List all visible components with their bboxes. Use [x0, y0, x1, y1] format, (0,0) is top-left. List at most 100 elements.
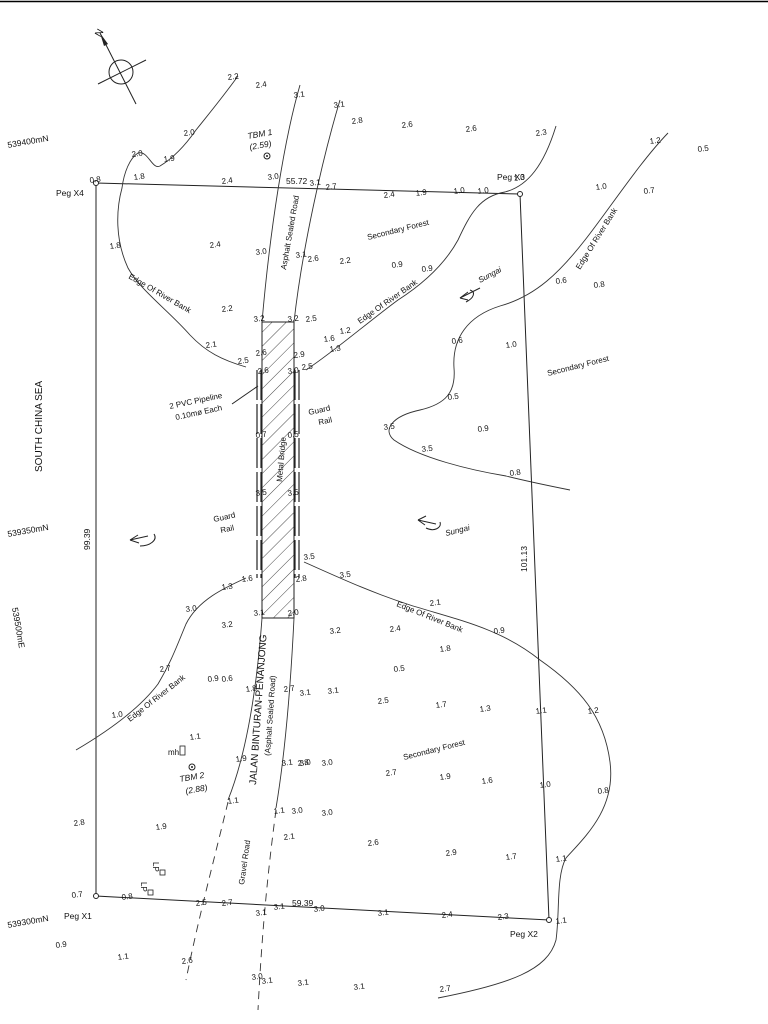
- spot-height: 1.3: [329, 343, 342, 354]
- spot-height: 2.8: [351, 115, 364, 126]
- sungai-north-label: Sungai: [477, 265, 503, 285]
- spot-height: 2.6: [367, 837, 380, 848]
- tbm2-mark: [188, 763, 196, 771]
- spot-height: 2.8: [295, 573, 308, 584]
- spot-height: 0.8: [89, 174, 102, 185]
- spot-height: 1.2: [339, 325, 352, 336]
- spot-height: 1.7: [505, 851, 518, 862]
- spot-height: 2.7: [385, 767, 398, 778]
- spot-height: 3.2: [253, 313, 266, 324]
- spot-height: 1.1: [555, 915, 568, 926]
- spot-height: 1.1: [189, 731, 202, 742]
- river-bank-far-east: [388, 132, 669, 491]
- spot-height: 2.5: [195, 897, 208, 908]
- spot-height: 1.8: [245, 683, 258, 694]
- spot-height: 1.9: [439, 771, 452, 782]
- spot-height: 3.0: [321, 757, 334, 768]
- spot-height: 1.0: [505, 339, 518, 350]
- spot-height: 2.9: [293, 349, 306, 360]
- spot-height: 3.5: [383, 421, 396, 432]
- spot-height: 2.1: [205, 339, 218, 350]
- secondary-forest-south-label: Secondary Forest: [402, 738, 466, 762]
- spot-height: 0.7: [255, 429, 268, 440]
- spot-height: 1.9: [415, 187, 428, 198]
- sungai-arrow-south-icon: [417, 515, 441, 531]
- grid-label-539500me: 539500mE: [10, 607, 27, 650]
- spot-height: 1.8: [109, 240, 122, 251]
- spot-height: 2.2: [227, 71, 240, 82]
- spot-height: 0.5: [697, 143, 710, 154]
- secondary-forest-east-label: Secondary Forest: [546, 354, 610, 378]
- spot-height: 1.9: [163, 153, 176, 164]
- gravel-edge-west: [185, 801, 229, 981]
- spot-height: 2.5: [301, 361, 314, 372]
- grid-label-539300mn: 539300mN: [7, 913, 50, 930]
- spot-height: 2.7: [283, 683, 296, 694]
- spot-height: 3.1: [261, 975, 274, 986]
- spot-height: 1.6: [241, 573, 254, 584]
- manhole-label: mh: [168, 748, 179, 757]
- spot-height: 3.1: [333, 99, 346, 110]
- spot-height: 0.8: [509, 467, 522, 478]
- spot-height: 2.0: [183, 127, 196, 138]
- lamp-post-mark-2: [147, 889, 154, 896]
- edge-river-bank-ne-label: Edge Of River Bank: [574, 205, 620, 271]
- spot-height: 3.1: [299, 687, 312, 698]
- spot-height: 0.7: [643, 185, 656, 196]
- peg-x4-mark: [93, 180, 99, 186]
- spot-height: 3.1: [295, 249, 308, 260]
- guard-rail-right-label-1: Guard: [308, 404, 332, 417]
- spot-height: 2.4: [383, 189, 396, 200]
- distance-top: 55.72: [286, 176, 308, 186]
- spot-height: 2.2: [221, 303, 234, 314]
- spot-height: 3.5: [287, 487, 300, 498]
- spot-height: 2.4: [389, 623, 402, 634]
- peg-x1-mark: [93, 893, 99, 899]
- spot-height: 1.0: [477, 185, 490, 196]
- spot-height: 1.2: [587, 705, 600, 716]
- spot-height: 2.7: [159, 663, 172, 674]
- spot-height: 1.1: [555, 853, 568, 864]
- metal-bridge: [261, 321, 295, 619]
- distance-right: 101.13: [519, 546, 529, 572]
- spot-height: 3.1: [253, 607, 266, 618]
- tbm1-level: (2.59): [249, 138, 273, 152]
- secondary-forest-north-label: Secondary Forest: [366, 218, 430, 242]
- spot-height: 2.6: [465, 123, 478, 134]
- spot-height: 2.5: [237, 355, 250, 366]
- spot-height: 1.1: [273, 805, 286, 816]
- spot-height: 2.6: [181, 955, 194, 966]
- tbm1-mark: [263, 152, 271, 160]
- spot-height: 0.9: [55, 939, 68, 950]
- spot-height: 1.6: [323, 333, 336, 344]
- spot-height: 2.3: [535, 127, 548, 138]
- spot-height: 3.1: [377, 907, 390, 918]
- spot-height: 2.4: [221, 175, 234, 186]
- peg-x1-label: Peg X1: [64, 911, 92, 921]
- spot-height: 2.6: [257, 365, 270, 376]
- spot-height: 2.1: [429, 597, 442, 608]
- edge-river-bank-nw-label: Edge Of River Bank: [127, 272, 194, 316]
- spot-height: 1.8: [133, 171, 146, 182]
- spot-height: 2.5: [377, 695, 390, 706]
- tbm1-name: TBM 1: [247, 127, 274, 141]
- spot-height: 2.6: [255, 347, 268, 358]
- spot-height: 0.9: [207, 673, 220, 684]
- spot-height: 3.1: [255, 907, 268, 918]
- spot-height: 2.7: [221, 897, 234, 908]
- spot-height: 3.5: [303, 551, 316, 562]
- river-bank-north-east: [305, 125, 557, 371]
- peg-x2-mark: [546, 917, 552, 923]
- edge-river-bank-nc-label: Edge Of River Bank: [356, 277, 420, 325]
- river-bank-south-west: [75, 577, 247, 751]
- spot-height: 3.5: [255, 487, 268, 498]
- road-edge-west-north: [261, 84, 301, 323]
- spot-height: 1.0: [595, 181, 608, 192]
- spot-height: 2.4: [441, 909, 454, 920]
- spot-height: 0.9: [421, 263, 434, 274]
- spot-height: 3.2: [329, 625, 342, 636]
- spot-height: 3.1: [273, 901, 286, 912]
- spot-height: 2.4: [255, 79, 268, 90]
- spot-height: 3.2: [221, 619, 234, 630]
